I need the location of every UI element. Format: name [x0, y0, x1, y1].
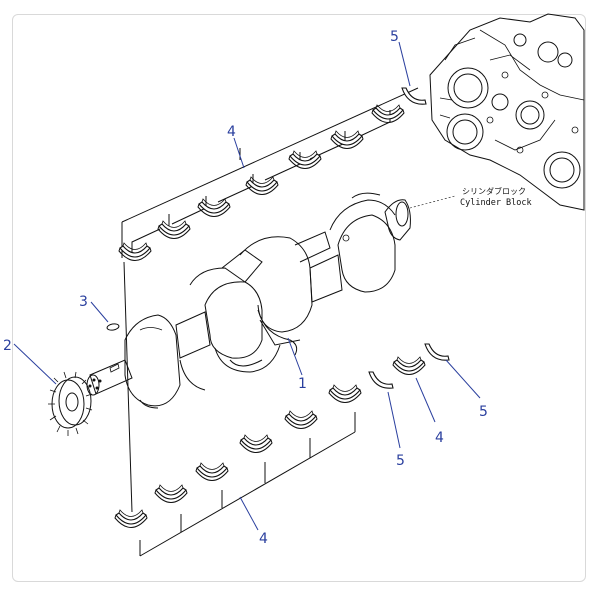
callout-leader-5-right-b — [445, 359, 481, 399]
lower-bearing-bracket — [139, 412, 356, 557]
crankshaft-gear — [48, 371, 93, 436]
callout-2: 2 — [3, 338, 12, 354]
key-part — [106, 323, 120, 331]
thrust-washer-right-a — [368, 371, 394, 389]
callout-leader-4-lower — [239, 496, 259, 531]
bearing-shell — [195, 462, 229, 482]
upper-bearing-shells — [118, 104, 405, 262]
callout-leader-1 — [287, 337, 303, 376]
bearing-shell — [288, 150, 322, 170]
bearing-shell — [330, 130, 364, 150]
callout-3: 3 — [79, 294, 88, 310]
bearing-shell — [114, 509, 148, 529]
bearing-shell — [239, 434, 273, 454]
cylinder-block-label-en: Cylinder Block — [460, 198, 532, 208]
upper-bearing-bracket — [121, 87, 419, 258]
callout-leader-5-right-a — [387, 391, 401, 449]
callout-4-upper: 4 — [227, 124, 236, 140]
bearing-shell — [284, 410, 318, 430]
bearing-shell — [245, 176, 279, 196]
alignment-line — [123, 261, 133, 513]
callout-5-right-a: 5 — [396, 453, 405, 469]
callout-leader-2 — [13, 343, 57, 385]
bearing-shell — [197, 198, 231, 218]
thrust-washer-top — [401, 87, 427, 105]
diagram-frame — [12, 14, 586, 582]
thrust-washer-right-b — [424, 343, 450, 361]
callout-leader-4-right — [415, 377, 436, 423]
callout-4-lower: 4 — [259, 531, 268, 547]
bearing-shell — [154, 484, 188, 504]
callout-leader-3 — [90, 301, 109, 323]
callout-1: 1 — [298, 376, 307, 392]
callout-4-right: 4 — [435, 430, 444, 446]
cylinder-block-label-jp: シリンダブロック — [462, 186, 526, 196]
lower-bearing-shells — [114, 384, 362, 529]
bearing-shell-right — [392, 356, 426, 376]
bearing-shell — [157, 220, 191, 240]
block-leader-line — [409, 195, 456, 209]
cylinder-block — [429, 13, 585, 211]
bearing-shell — [328, 384, 362, 404]
callout-5-top: 5 — [390, 29, 399, 45]
callout-leader-5-top — [398, 41, 411, 87]
callout-leader-4-upper — [233, 137, 245, 169]
callout-5-right-b: 5 — [479, 404, 488, 420]
bearing-shell — [118, 242, 152, 262]
bearing-shell — [371, 104, 405, 124]
crankshaft — [86, 192, 411, 409]
